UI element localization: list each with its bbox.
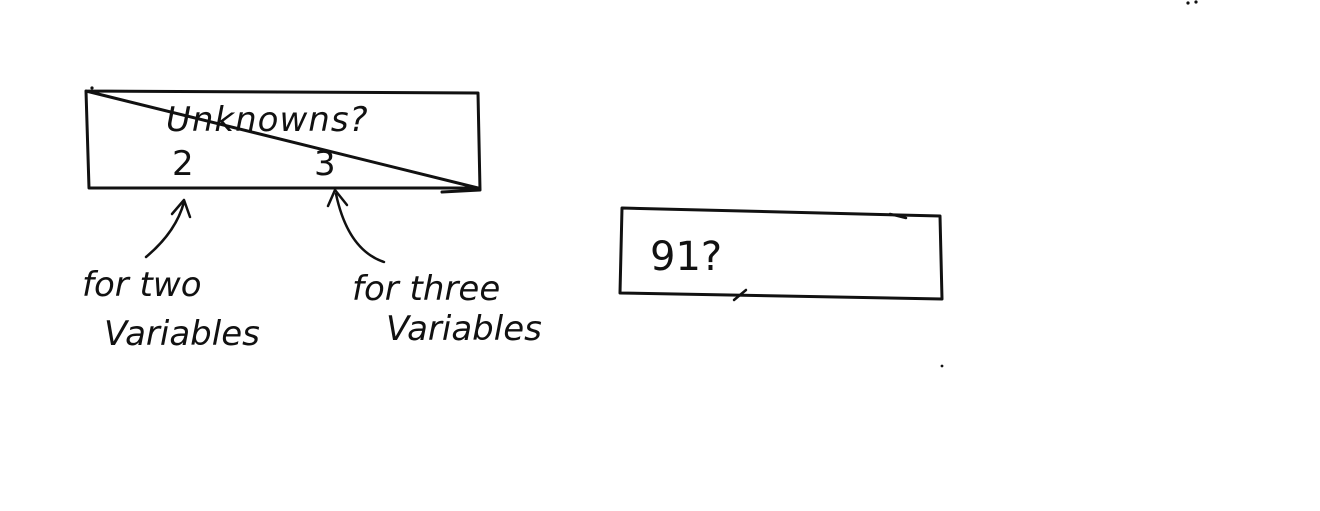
- unknowns-value-two: 2: [172, 144, 194, 184]
- speck-corner: [90, 86, 94, 90]
- arrow-to-three-shaft: [334, 192, 386, 264]
- question-text: 91?: [650, 234, 722, 280]
- arrow-to-two: [144, 198, 192, 259]
- unknowns-box: Unknowns? 2 3: [84, 89, 482, 194]
- label-three-variables-line2: Variables: [386, 309, 542, 349]
- label-two-variables-line1: for two: [82, 265, 202, 305]
- label-three-variables-line1: for three: [352, 269, 500, 309]
- question-box-outline: [618, 206, 944, 301]
- label-two-variables: for two Variables: [82, 265, 260, 354]
- label-three-variables: for three Variables: [352, 269, 542, 349]
- speck-mid: [940, 364, 944, 368]
- arrow-to-three: [326, 188, 386, 264]
- speck-top-right-2: [1194, 0, 1198, 4]
- question-stray-mark: [732, 288, 748, 302]
- question-box: 91?: [618, 206, 944, 302]
- unknowns-title: Unknowns?: [166, 100, 369, 140]
- arrow-to-two-shaft: [144, 200, 186, 259]
- arrow-to-two-head: [170, 198, 192, 219]
- speck-top-right: [1186, 1, 1190, 5]
- question-box-corner-tick: [888, 212, 908, 220]
- label-two-variables-line2: Variables: [104, 314, 260, 354]
- arrow-to-three-head: [326, 188, 349, 208]
- unknowns-value-three: 3: [314, 144, 336, 184]
- unknowns-box-outline: [84, 89, 482, 194]
